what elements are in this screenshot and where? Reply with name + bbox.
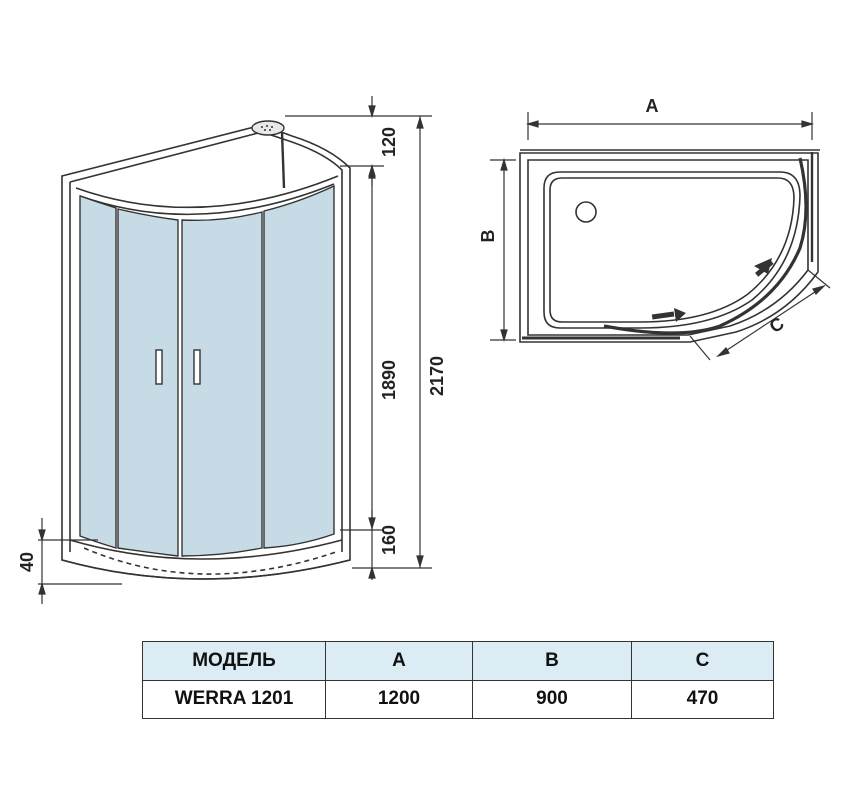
spec-header-a: A [325, 641, 473, 681]
spec-header-b: B [472, 641, 632, 681]
plan-dimension-lines [490, 112, 831, 361]
door-track [603, 157, 808, 335]
glass-panel-left [79, 195, 117, 549]
dim-label-b: B [478, 230, 498, 243]
glass-door-left [117, 208, 179, 557]
arrow-right-icon [651, 308, 686, 322]
spec-header-model: МОДЕЛЬ [142, 641, 326, 681]
plan-basin-inner [549, 177, 795, 323]
plan-dimension-labels: A B C [478, 96, 788, 337]
dim-label-tray: 160 [379, 525, 399, 555]
arrow-diagonal-icon [754, 258, 774, 277]
door-handle-left [155, 349, 163, 385]
glass-panel-right [263, 184, 335, 549]
shower-head-icon [251, 120, 286, 189]
spec-cell-b: 900 [472, 679, 632, 719]
glass-door-right [181, 211, 263, 557]
front-dimension-labels: 120 1890 2170 160 40 [17, 127, 447, 572]
cabin-front-view [61, 124, 351, 580]
plan-outer-outline [519, 152, 819, 343]
technical-drawing: 120 1890 2170 160 40 [17, 96, 831, 604]
dim-label-top: 120 [379, 127, 399, 157]
spec-cell-model: WERRA 1201 [142, 679, 326, 719]
dim-label-a: A [646, 96, 659, 116]
front-dimension-lines [38, 96, 432, 604]
spec-cell-c: 470 [631, 679, 774, 719]
door-slide-arrows [651, 258, 774, 322]
tray-bottom [61, 559, 351, 580]
dim-label-total: 2170 [427, 356, 447, 396]
canopy-front-arc [75, 175, 339, 209]
glass-panels [79, 184, 335, 557]
spec-cell-a: 1200 [325, 679, 473, 719]
dim-label-tray-edge: 40 [17, 552, 37, 572]
canopy-front-arc-inner [79, 183, 335, 216]
spec-header-c: C [631, 641, 774, 681]
tray-dashed-rim [83, 547, 337, 575]
plan-inner-rim [527, 159, 809, 336]
plan-basin [543, 171, 801, 329]
tray-front [69, 539, 343, 560]
cabin-top-canopy [69, 131, 343, 183]
spec-table: МОДЕЛЬ A B C WERRA 1201 1200 900 470 [142, 641, 774, 719]
drain-icon [575, 201, 597, 223]
spec-table-row: WERRA 1201 1200 900 470 [142, 679, 774, 719]
spec-table-header-row: МОДЕЛЬ A B C [142, 641, 774, 681]
dim-label-cabin: 1890 [379, 360, 399, 400]
door-handle-right [193, 349, 201, 385]
